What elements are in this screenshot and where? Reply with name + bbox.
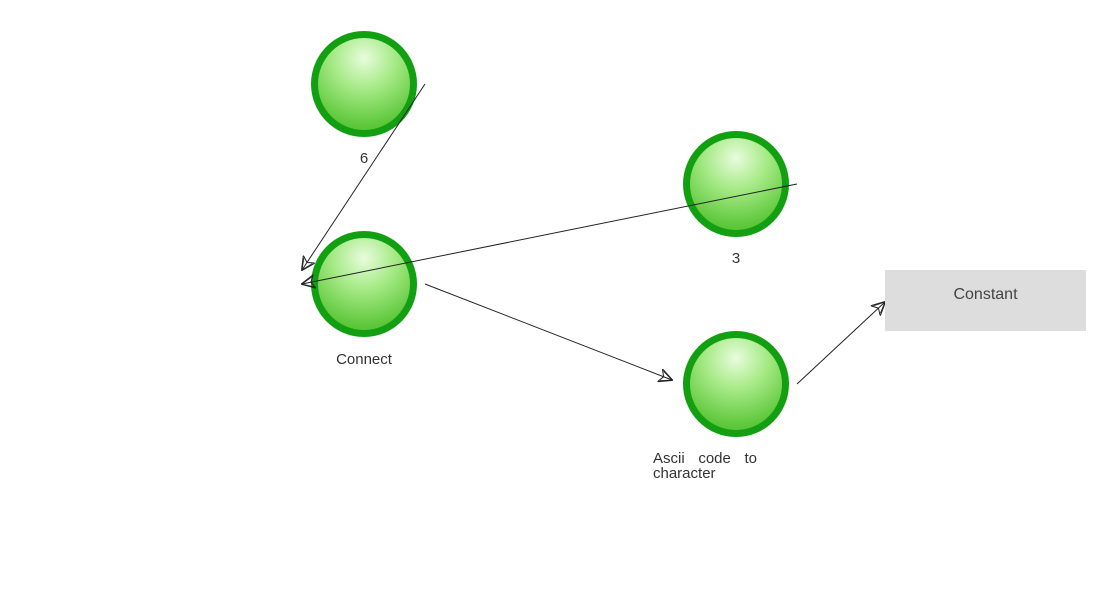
node-ascii-label: Ascii code to character <box>653 450 757 482</box>
node-six[interactable] <box>311 31 417 137</box>
node-constant-label: Constant <box>953 286 1018 303</box>
node-three[interactable] <box>683 131 789 237</box>
node-ascii[interactable] <box>683 331 789 437</box>
node-connect[interactable] <box>311 231 417 337</box>
node-three-label: 3 <box>731 250 741 267</box>
node-constant[interactable]: Constant <box>885 270 1086 331</box>
node-connect-label: Connect <box>336 351 392 368</box>
edge-ascii-to-constant[interactable] <box>796 302 885 385</box>
edge-three-to-connect[interactable] <box>302 183 798 284</box>
node-six-label: 6 <box>359 150 369 167</box>
edge-connect-to-ascii[interactable] <box>424 283 672 380</box>
edge-six-to-connect[interactable] <box>302 83 426 270</box>
